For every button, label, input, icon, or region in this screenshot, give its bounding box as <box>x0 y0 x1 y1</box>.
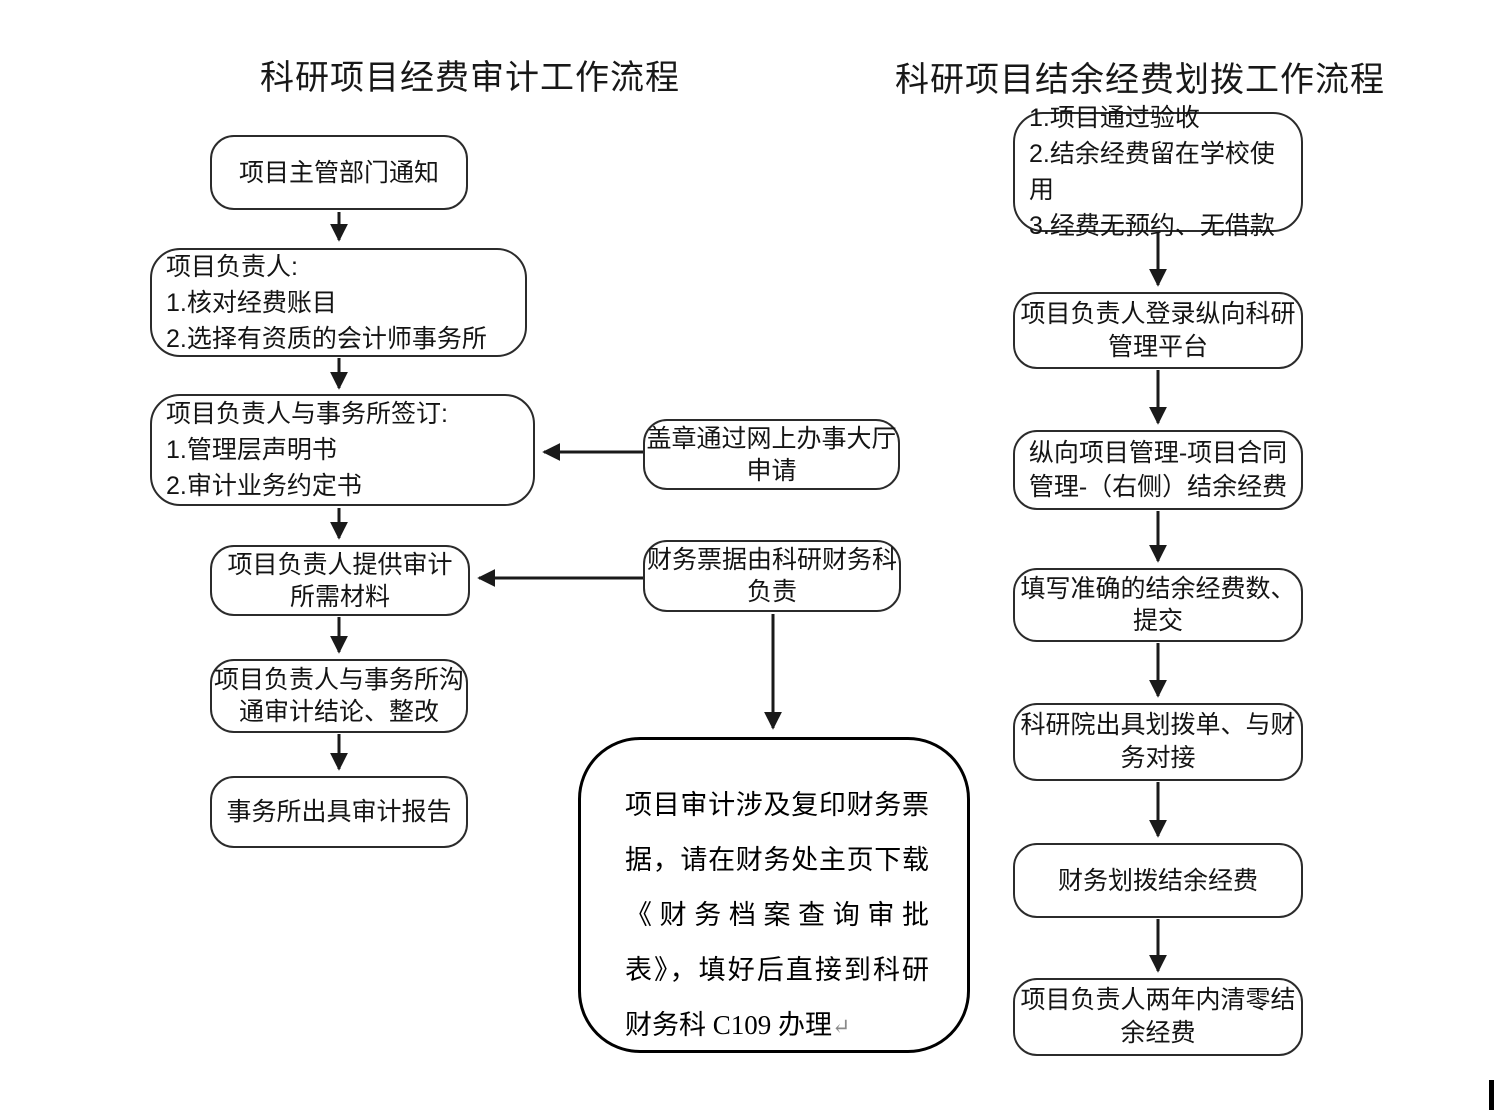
node-invoice-responsibility: 财务票据由科研财务科 负责 <box>643 540 901 612</box>
note-box: 项目审计涉及复印财务票据，请在财务处主页下载《财务档案查询审批表》，填好后直接到… <box>578 737 970 1053</box>
node-seal-online-hall: 盖章通过网上办事大厅 申请 <box>643 419 900 490</box>
return-mark: ↵ <box>832 1014 851 1039</box>
node-provide-materials: 项目负责人提供审计 所需材料 <box>210 545 470 616</box>
right-flow-title: 科研项目结余经费划拨工作流程 <box>895 61 1385 99</box>
node-dept-notice: 项目主管部门通知 <box>210 135 468 210</box>
node-login-platform: 项目负责人登录纵向科研 管理平台 <box>1013 292 1303 369</box>
node-issue-report: 事务所出具审计报告 <box>210 776 468 848</box>
node-discuss-conclusion: 项目负责人与事务所沟 通审计结论、整改 <box>210 659 468 733</box>
screen-edge-artifact <box>1489 1080 1494 1110</box>
node-leader-tasks: 项目负责人: 1.核对经费账目 2.选择有资质的会计师事务所 <box>150 248 527 357</box>
node-fill-amount: 填写准确的结余经费数、 提交 <box>1013 568 1303 642</box>
note-text: 项目审计涉及复印财务票据，请在财务处主页下载《财务档案查询审批表》，填好后直接到… <box>625 790 929 1040</box>
node-clear-funds: 项目负责人两年内清零结 余经费 <box>1013 978 1303 1056</box>
node-finance-transfer: 财务划拨结余经费 <box>1013 843 1303 918</box>
left-flow-title: 科研项目经费审计工作流程 <box>260 59 680 97</box>
node-preconditions: 1.项目通过验收 2.结余经费留在学校使用 3.经费无预约、无借款 <box>1013 104 1303 240</box>
node-issue-transfer-form: 科研院出具划拨单、与财 务对接 <box>1013 703 1303 781</box>
node-menu-path: 纵向项目管理-项目合同 管理-（右侧）结余经费 <box>1013 430 1303 510</box>
node-sign-agreements: 项目负责人与事务所签订: 1.管理层声明书 2.审计业务约定书 <box>150 394 535 506</box>
